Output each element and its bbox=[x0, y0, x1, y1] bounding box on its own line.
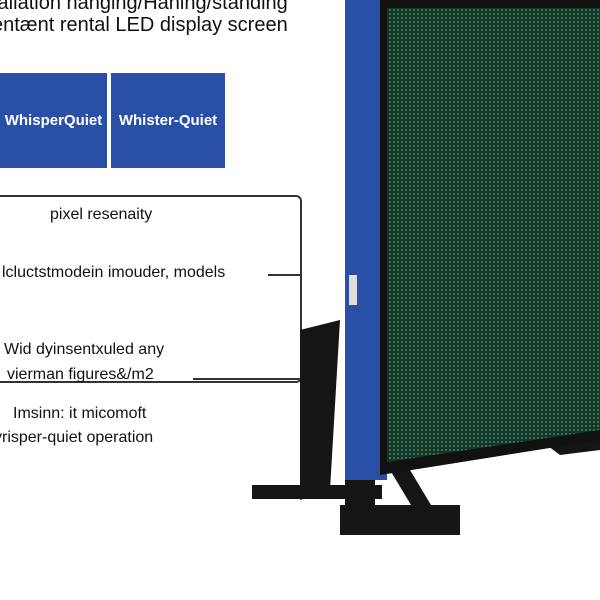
callout-line-wide bbox=[193, 378, 300, 380]
label-wide-1: Wid dyinsentxuled any bbox=[4, 341, 165, 358]
label-wide-2: vierman figures&/m2 bbox=[7, 366, 154, 383]
side-latch bbox=[349, 275, 357, 305]
label-quiet-1: Imsinn: it micomoft bbox=[13, 405, 147, 422]
callout-line-models bbox=[268, 274, 300, 276]
label-models: lcluctstmodein imouder, models bbox=[2, 264, 226, 281]
badge-whisperquiet: WhisperQuiet bbox=[0, 73, 107, 168]
stand bbox=[252, 320, 600, 535]
badge-whister-quiet: Whister-Quiet bbox=[111, 73, 225, 168]
title-line-2: entænt rental LED display screen bbox=[0, 14, 288, 36]
led-panel bbox=[387, 8, 600, 462]
label-pixel: pixel resenaity bbox=[50, 206, 153, 223]
label-quiet-2: vrisper-quiet operation bbox=[0, 429, 154, 446]
callout-bracket bbox=[0, 195, 302, 383]
title-line-1: tallation hanging/Haning/standing bbox=[0, 0, 288, 14]
